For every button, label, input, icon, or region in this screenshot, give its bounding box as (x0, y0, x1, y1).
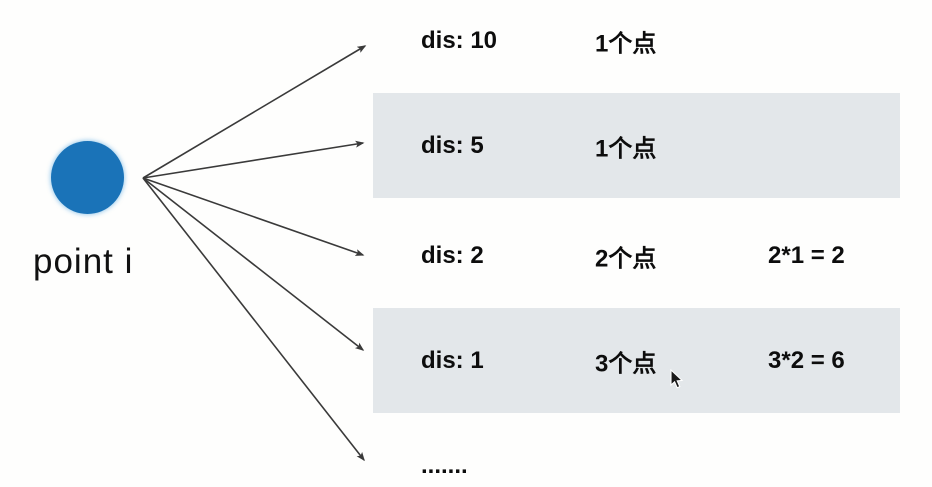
mouse-cursor-icon (670, 369, 684, 389)
dis-value: dis: 1 (421, 346, 484, 374)
dis-value: dis: 5 (421, 131, 484, 159)
distance-row-dis5: dis: 5 1个点 (373, 93, 900, 198)
distance-row-ellipsis: ....... (373, 413, 900, 487)
arrow-to-dis2 (142, 177, 365, 256)
distance-row-dis10: dis: 10 1个点 (373, 0, 900, 93)
point-count: 1个点 (595, 135, 657, 162)
point-count: 2个点 (595, 245, 657, 272)
arrow-to-dis5 (142, 140, 365, 179)
point-count: 1个点 (595, 30, 657, 57)
distance-row-dis1: dis: 1 3个点 3*2 = 6 (373, 308, 900, 413)
dis-value: dis: 2 (421, 241, 484, 269)
arrow-to-dis1 (142, 177, 365, 351)
point-i-label: point i (33, 242, 134, 281)
point-count: 3个点 (595, 350, 657, 377)
ellipsis-text: ....... (421, 451, 468, 479)
pair-calc: 2*1 = 2 (768, 241, 845, 269)
arrow-to-dis10 (142, 45, 367, 179)
arrow-to-ellipsis (142, 177, 365, 462)
distance-row-dis2: dis: 2 2个点 2*1 = 2 (373, 203, 900, 308)
point-i-circle (51, 141, 124, 214)
pair-calc: 3*2 = 6 (768, 346, 845, 374)
dis-value: dis: 10 (421, 26, 498, 54)
